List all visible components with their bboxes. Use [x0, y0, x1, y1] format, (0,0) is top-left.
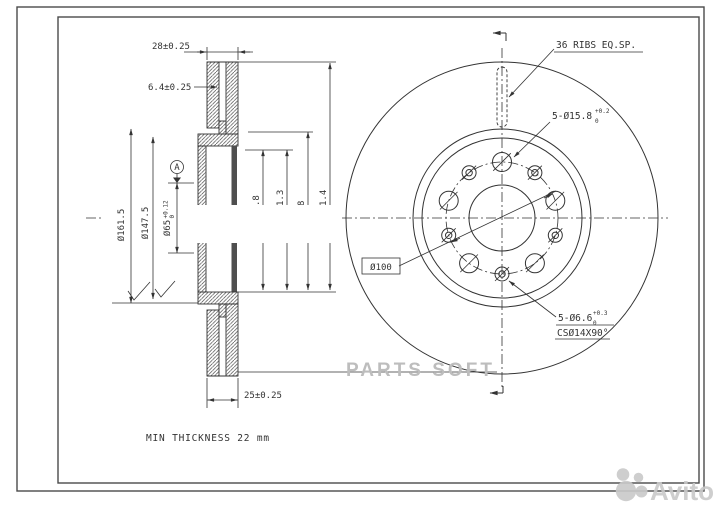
bolt-circle-diagonal — [398, 190, 557, 267]
callout-leader — [513, 121, 551, 158]
hole-tick — [441, 228, 456, 243]
surface-finish-icon — [154, 280, 176, 298]
dimension-arrow — [543, 193, 553, 199]
screw-hole-countersink — [494, 266, 510, 282]
avito-watermark-text: Avito — [650, 476, 714, 506]
rib-slot — [496, 66, 508, 128]
avito-logo-circle — [635, 485, 648, 498]
bore-tolerance-upper: +0.12 — [163, 200, 170, 218]
friction-plate-left-top — [206, 61, 220, 129]
screw-holes — [441, 165, 563, 282]
bolt-circle-label-box — [361, 257, 401, 275]
stud-hole — [492, 152, 512, 172]
screw-hole-countersink — [527, 165, 543, 181]
vane-bridge-bottom — [218, 303, 227, 318]
friction-plate-right-top — [225, 61, 239, 135]
surface-finish-icon — [127, 281, 151, 301]
bolt-circle — [445, 161, 559, 275]
friction-plate-left-bottom — [206, 309, 220, 377]
hole-tick — [548, 228, 563, 243]
center-bore-circle — [468, 184, 536, 252]
dim-bore-dia-label-group: Ø65 +0.12 0 — [162, 200, 176, 236]
screw-hole — [531, 169, 539, 177]
dim-outer-dia-label: Ø161.5 — [116, 209, 127, 242]
stud-hole — [438, 190, 459, 211]
disc-outer-circle — [345, 61, 659, 375]
avito-logo: Avito — [615, 468, 714, 506]
avito-logo-circle — [616, 468, 630, 481]
dim-vane-label: 6.4±0.25 — [148, 83, 191, 93]
bore-tolerance-lower: 0 — [169, 215, 176, 219]
screw-hole — [551, 231, 559, 240]
hole-tick — [492, 152, 512, 172]
partial-dim-label: 1.3 — [276, 190, 286, 206]
stud-hole — [524, 253, 545, 274]
watermark-band — [181, 205, 344, 243]
section-cut-mark-bottom — [489, 386, 504, 396]
dim-pad-width-label: 25±0.25 — [244, 391, 282, 401]
screw-holes-tol-upper: +0.3 — [593, 310, 608, 317]
stud-holes-tol-lower: 0 — [595, 118, 599, 125]
partial-dim-label: .8 — [252, 195, 262, 206]
hat-flange-bottom — [197, 291, 239, 305]
hat-inner-circle — [421, 137, 583, 299]
stud-holes — [438, 152, 566, 274]
screw-holes-label: 5-Ø6.6 — [558, 313, 593, 324]
screw-hole — [465, 169, 473, 177]
dim-width-label: 28±0.25 — [152, 42, 190, 52]
partial-dim-label: 1.4 — [319, 190, 329, 206]
min-thickness-note: MIN THICKNESS 22 mm — [146, 433, 270, 444]
hole-tick — [525, 254, 544, 273]
dim-bore-dia-label: Ø65 — [162, 220, 173, 236]
datum-triangle — [173, 177, 181, 183]
avito-logo-circle — [633, 472, 644, 483]
hat-outer-circle — [412, 128, 592, 308]
dim-flange-dia-label: Ø147.5 — [140, 207, 151, 240]
front-view: Ø100 36 RIBS EQ.SP. 5-Ø15.8 +0.2 0 5-Ø6.… — [342, 30, 668, 396]
partial-dim-label: 8 — [297, 201, 307, 206]
datum-symbol: A — [170, 160, 184, 183]
callout-leader — [508, 48, 555, 98]
hole-tick — [460, 254, 479, 273]
avito-logo-circle — [615, 480, 637, 502]
parts-soft-watermark: PARTS SOFT — [346, 360, 495, 381]
inner-frame — [57, 16, 700, 484]
dimension-arrow — [451, 237, 461, 243]
countersink-label: CSØ14X90° — [557, 328, 608, 339]
screw-hole-countersink — [547, 227, 563, 243]
screw-hole — [445, 231, 453, 240]
hole-tick — [546, 191, 565, 210]
screw-hole-countersink — [461, 165, 477, 181]
stud-hole — [459, 253, 480, 274]
callout-leader — [508, 280, 557, 318]
screw-holes-tol-lower: 0 — [593, 320, 597, 327]
hole-tick — [439, 191, 458, 210]
ribs-note: 36 RIBS EQ.SP. — [556, 40, 636, 51]
hole-tick — [494, 266, 510, 282]
hat-flange-top — [197, 133, 239, 147]
vane-bridge-top — [218, 120, 227, 135]
outer-frame — [16, 6, 705, 492]
hole-tick — [527, 165, 543, 180]
stud-holes-label: 5-Ø15.8 — [552, 111, 592, 122]
section-cut-mark-top — [492, 30, 507, 41]
friction-plate-right-bottom — [225, 303, 239, 377]
stud-holes-tol-upper: +0.2 — [595, 108, 610, 115]
hole-tick — [461, 165, 477, 180]
screw-hole — [498, 270, 506, 278]
bolt-circle-label: Ø100 — [370, 262, 392, 273]
datum-letter: A — [174, 163, 180, 173]
